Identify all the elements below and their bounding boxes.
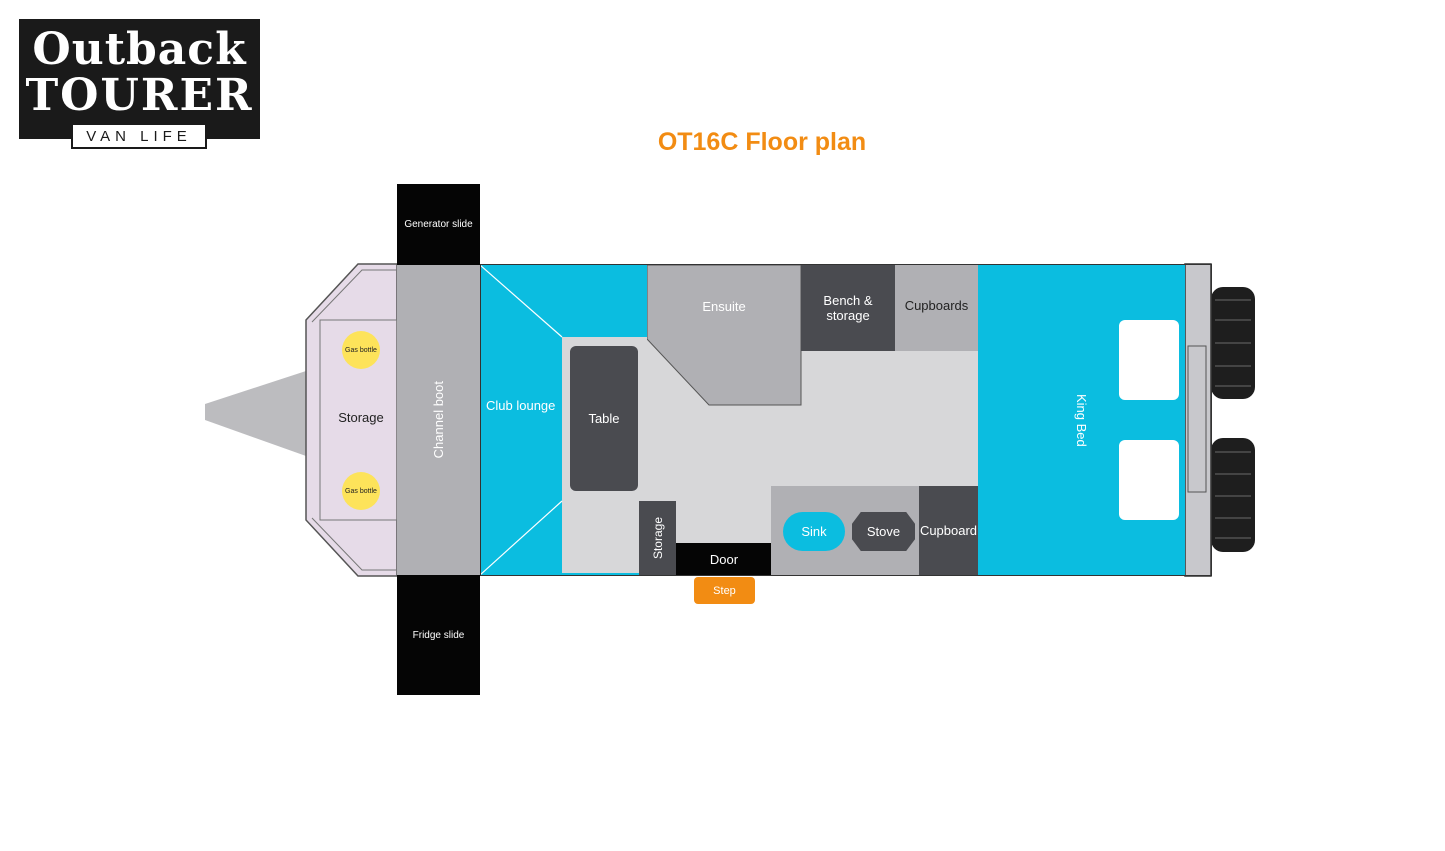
king-bed: King Bed [978, 265, 1185, 575]
stove: Stove [852, 512, 915, 551]
page-title: OT16C Floor plan [657, 128, 867, 156]
logo-line-3: VAN LIFE [71, 123, 207, 149]
wheel-rear-icon [1211, 438, 1255, 552]
side-storage-label: Storage [650, 516, 665, 560]
king-bed-label: King Bed [1074, 393, 1089, 447]
wheel-front-icon [1211, 287, 1255, 399]
pillow-top [1121, 322, 1177, 398]
pillow-bottom [1121, 442, 1177, 518]
bench-storage: Bench & storage [801, 265, 895, 351]
channel-boot: Channel boot [397, 265, 480, 575]
table: Table [570, 346, 638, 491]
rear-bumper [1184, 263, 1212, 577]
door[interactable]: Door [676, 543, 772, 575]
sink: Sink [783, 512, 845, 551]
cupboard: Cupboard [919, 486, 978, 575]
channel-boot-label: Channel boot [431, 381, 446, 459]
side-storage: Storage [639, 501, 676, 575]
front-storage-label: Storage [338, 409, 384, 425]
fridge-slide: Fridge slide [397, 575, 480, 695]
logo-line-1: Outback [32, 24, 247, 75]
cupboards: Cupboards [895, 265, 978, 351]
ensuite-label: Ensuite [702, 298, 746, 314]
logo-line-2: TOURER [25, 70, 254, 121]
generator-slide: Generator slide [397, 184, 480, 265]
club-lounge-label: Club lounge [486, 398, 556, 413]
drawbar [205, 371, 306, 456]
gas-bottle-top: Gas bottle [342, 331, 380, 369]
step: Step [694, 577, 755, 604]
club-lounge-lines [480, 265, 563, 575]
brand-logo: Outback TOURER VAN LIFE [19, 19, 260, 149]
gas-bottle-bottom: Gas bottle [342, 472, 380, 510]
ensuite-shape [647, 265, 802, 406]
